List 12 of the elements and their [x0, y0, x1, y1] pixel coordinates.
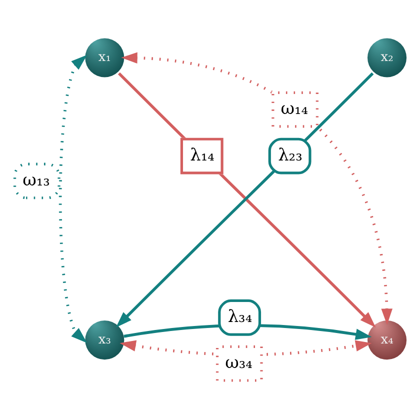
node-circle: x₁ — [85, 38, 124, 78]
edge-label: ω₁₄ — [280, 98, 308, 118]
edge-label: λ₃₄ — [228, 306, 252, 326]
arrow — [58, 54, 88, 343]
arrow — [121, 52, 393, 325]
edge-label: λ₂₃ — [278, 144, 302, 164]
node-circle: x₃ — [85, 320, 124, 360]
edge-label: ω₃₄ — [225, 352, 252, 372]
node-circle: x₄ — [368, 320, 407, 360]
edge-label: λ₁₄ — [190, 144, 214, 164]
node-circle: x₂ — [368, 38, 407, 78]
edge-label: ω₁₃ — [22, 169, 50, 190]
